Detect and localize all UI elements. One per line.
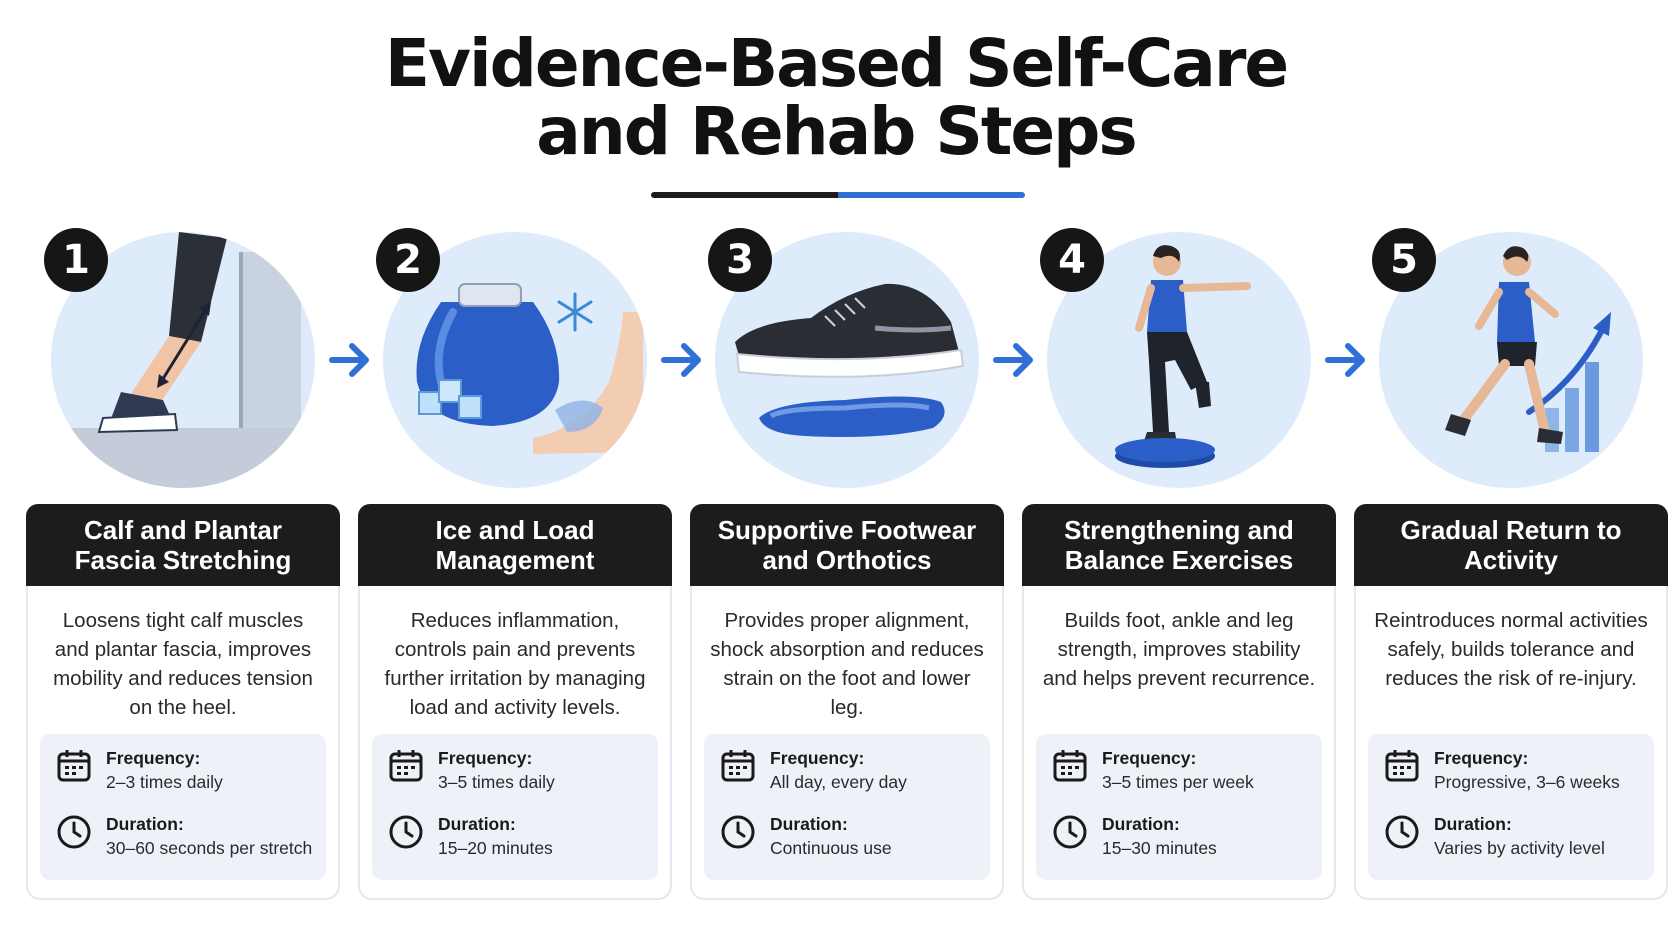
clock-icon bbox=[56, 814, 92, 850]
frequency-label: Frequency: bbox=[770, 748, 865, 768]
step-number-badge: 4 bbox=[1040, 228, 1104, 292]
frequency-label: Frequency: bbox=[1102, 748, 1197, 768]
frequency-value: 3–5 times per week bbox=[1102, 772, 1254, 792]
step-number-badge: 1 bbox=[44, 228, 108, 292]
frequency-label: Frequency: bbox=[1434, 748, 1529, 768]
arrow-right-icon bbox=[328, 340, 372, 380]
step-card: Strengthening and Balance Exercises Buil… bbox=[1022, 504, 1336, 900]
duration-row: Duration: 30–60 seconds per stretch bbox=[56, 812, 318, 868]
step-card: Supportive Footwear and Orthotics Provid… bbox=[690, 504, 1004, 900]
duration-value: Varies by activity level bbox=[1434, 838, 1605, 858]
clock-icon bbox=[1384, 814, 1420, 850]
duration-label: Duration: bbox=[1434, 814, 1512, 834]
step-4: 4 Strengthening and Balance Exercises Bu… bbox=[1022, 228, 1336, 900]
step-2: 2 Ice and Load Management Reduces inflam… bbox=[358, 228, 672, 900]
frequency-label: Frequency: bbox=[438, 748, 533, 768]
step-title: Ice and Load Management bbox=[358, 504, 672, 586]
frequency-value: 2–3 times daily bbox=[106, 772, 223, 792]
step-number-badge: 5 bbox=[1372, 228, 1436, 292]
step-number-badge: 3 bbox=[708, 228, 772, 292]
step-number-badge: 2 bbox=[376, 228, 440, 292]
step-schedule-panel: Frequency: All day, every day Duration: Co… bbox=[704, 734, 990, 880]
duration-label: Duration: bbox=[106, 814, 184, 834]
step-1: 1 Calf and Plantar Fascia Stretching Loo… bbox=[26, 228, 340, 900]
clock-icon bbox=[720, 814, 756, 850]
step-3: 3 Supportive Footwear and Orthotics Prov… bbox=[690, 228, 1004, 900]
shoe-insole-icon bbox=[715, 232, 979, 488]
step-description: Provides proper alignment, shock absorpt… bbox=[710, 609, 984, 719]
duration-row: Duration: Varies by activity level bbox=[1384, 812, 1646, 868]
frequency-label: Frequency: bbox=[106, 748, 201, 768]
frequency-value: All day, every day bbox=[770, 772, 907, 792]
step-card: Gradual Return to Activity Reintroduces … bbox=[1354, 504, 1668, 900]
step-schedule-panel: Frequency: 3–5 times daily Duration: 15–20… bbox=[372, 734, 658, 880]
duration-label: Duration: bbox=[438, 814, 516, 834]
calendar-icon bbox=[388, 748, 424, 784]
step-title: Strengthening and Balance Exercises bbox=[1022, 504, 1336, 586]
duration-value: 15–20 minutes bbox=[438, 838, 553, 858]
step-description: Reduces inflammation, controls pain and … bbox=[384, 609, 646, 719]
step-description: Reintroduces normal activities safely, b… bbox=[1374, 609, 1648, 690]
arrow-right-icon bbox=[660, 340, 704, 380]
step-schedule-panel: Frequency: 2–3 times daily Duration: 30–60… bbox=[40, 734, 326, 880]
calendar-icon bbox=[56, 748, 92, 784]
step-card: Ice and Load Management Reduces inflamma… bbox=[358, 504, 672, 900]
step-schedule-panel: Frequency: 3–5 times per week Duration: 15… bbox=[1036, 734, 1322, 880]
arrow-right-icon bbox=[1324, 340, 1368, 380]
title-underline bbox=[651, 192, 1025, 198]
duration-row: Duration: Continuous use bbox=[720, 812, 982, 868]
step-5: 5 Gradual Return to Activity Reintroduce… bbox=[1354, 228, 1668, 900]
frequency-value: 3–5 times daily bbox=[438, 772, 555, 792]
step-title: Gradual Return to Activity bbox=[1354, 504, 1668, 586]
clock-icon bbox=[388, 814, 424, 850]
step-description: Builds foot, ankle and leg strength, imp… bbox=[1042, 609, 1316, 690]
frequency-row: Frequency: Progressive, 3–6 weeks bbox=[1384, 746, 1646, 802]
duration-row: Duration: 15–20 minutes bbox=[388, 812, 650, 868]
duration-value: 15–30 minutes bbox=[1102, 838, 1217, 858]
calendar-icon bbox=[1384, 748, 1420, 784]
clock-icon bbox=[1052, 814, 1088, 850]
frequency-value: Progressive, 3–6 weeks bbox=[1434, 772, 1620, 792]
frequency-row: Frequency: All day, every day bbox=[720, 746, 982, 802]
calendar-icon bbox=[1052, 748, 1088, 784]
duration-value: Continuous use bbox=[770, 838, 892, 858]
calendar-icon bbox=[720, 748, 756, 784]
page-title: Evidence-Based Self-Care and Rehab Steps bbox=[0, 30, 1672, 166]
step-schedule-panel: Frequency: Progressive, 3–6 weeks Duratio… bbox=[1368, 734, 1654, 880]
step-title: Calf and Plantar Fascia Stretching bbox=[26, 504, 340, 586]
frequency-row: Frequency: 3–5 times daily bbox=[388, 746, 650, 802]
title-line-1: Evidence-Based Self-Care bbox=[384, 25, 1289, 102]
title-line-2: and Rehab Steps bbox=[536, 93, 1137, 170]
arrow-right-icon bbox=[992, 340, 1036, 380]
step-title: Supportive Footwear and Orthotics bbox=[690, 504, 1004, 586]
duration-row: Duration: 15–30 minutes bbox=[1052, 812, 1314, 868]
step-description: Loosens tight calf muscles and plantar f… bbox=[53, 609, 313, 719]
step-card: Calf and Plantar Fascia Stretching Loose… bbox=[26, 504, 340, 900]
frequency-row: Frequency: 2–3 times daily bbox=[56, 746, 318, 802]
frequency-row: Frequency: 3–5 times per week bbox=[1052, 746, 1314, 802]
duration-label: Duration: bbox=[1102, 814, 1180, 834]
duration-value: 30–60 seconds per stretch bbox=[106, 838, 313, 858]
duration-label: Duration: bbox=[770, 814, 848, 834]
